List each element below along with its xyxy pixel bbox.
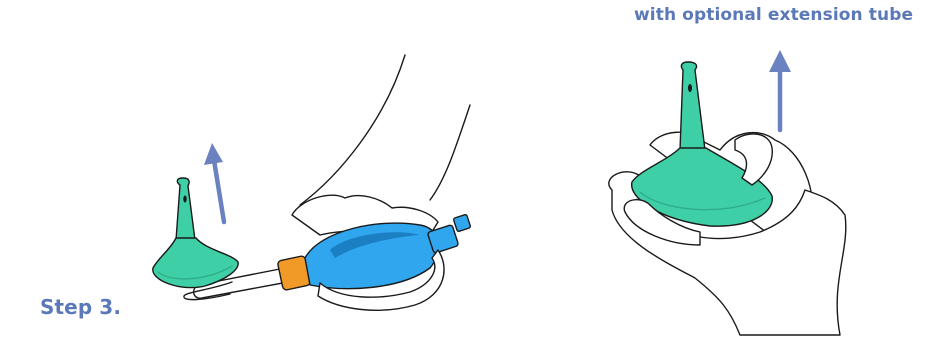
left-arm-outline: [300, 55, 470, 205]
bulb-nozzle: [453, 214, 471, 232]
right-cup-hole: [688, 84, 692, 92]
up-arrow-icon: [769, 50, 791, 130]
up-arrow-icon: [204, 143, 224, 222]
extension-caption: with optional extension tube: [634, 5, 913, 25]
right-scene: [609, 62, 846, 335]
step-label: Step 3.: [40, 295, 121, 319]
left-scene: [153, 55, 471, 310]
left-cup-hole: [183, 196, 186, 203]
left-cup-stem: [176, 178, 195, 240]
right-cup-stem: [680, 62, 705, 150]
